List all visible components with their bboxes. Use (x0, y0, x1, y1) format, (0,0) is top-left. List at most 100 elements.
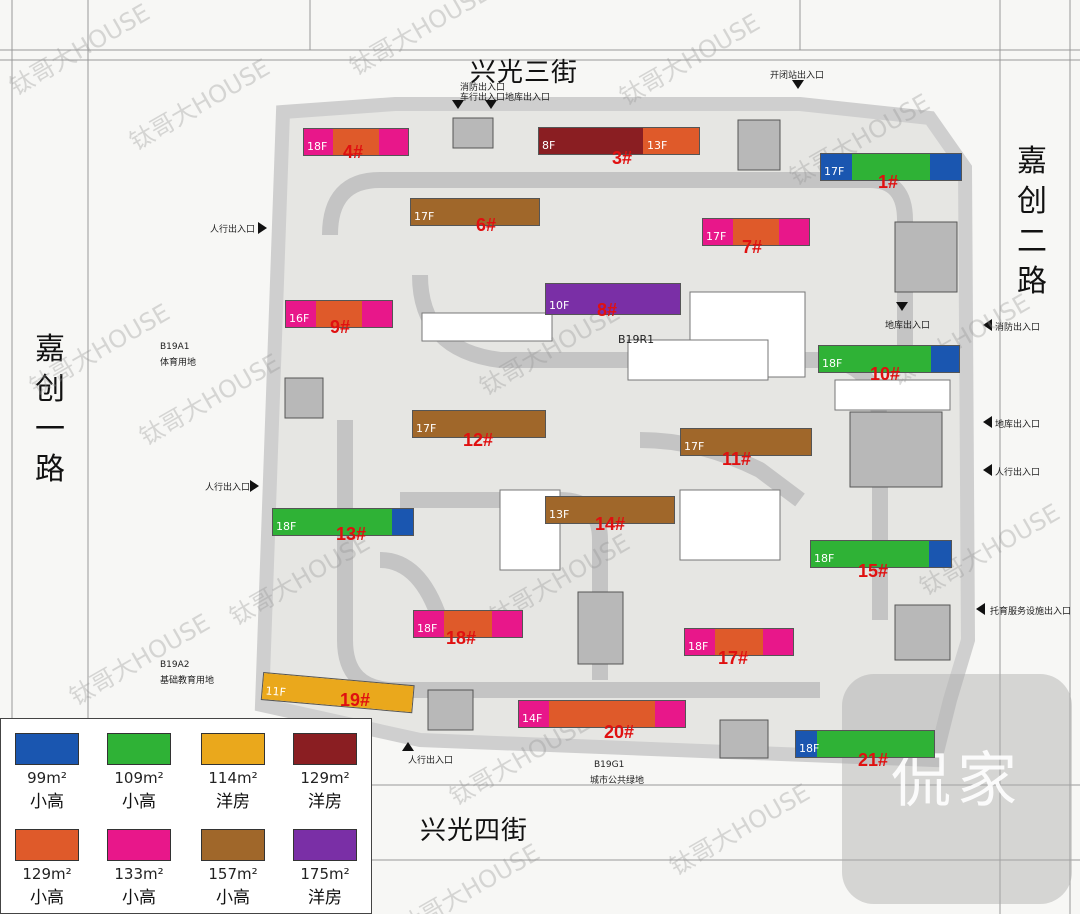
arrow-right-icon (258, 222, 267, 234)
legend-item: 109m² 小高 (99, 733, 179, 812)
building-number: 11# (722, 449, 752, 469)
building-12[interactable]: 17F (412, 410, 546, 438)
plot-west-bottom-name: 基础教育用地 (160, 676, 215, 686)
logo: 侃家 (842, 674, 1072, 904)
floor-label: 18F (822, 357, 843, 370)
legend-swatch (201, 733, 265, 765)
legend-type: 小高 (30, 792, 64, 812)
legend-type: 小高 (122, 792, 156, 812)
building-10[interactable]: 18F (818, 345, 960, 373)
entrance-label: 地库出入口 (505, 93, 551, 103)
building-8[interactable]: 10F (545, 283, 681, 315)
building-9[interactable]: 16F (285, 300, 393, 328)
plot-south-name: 城市公共绿地 (590, 776, 645, 786)
arrow-left-icon (983, 464, 992, 476)
arrow-down-icon (792, 80, 804, 89)
legend-type: 洋房 (308, 792, 342, 812)
floor-label: 17F (706, 230, 727, 243)
building-17[interactable]: 18F (684, 628, 794, 656)
building-number: 17# (718, 648, 749, 668)
building-number: 18# (446, 628, 477, 648)
floor-label: 18F (417, 622, 438, 635)
floor-label: 8F (542, 139, 556, 152)
arrow-down-icon (485, 100, 497, 109)
floor-label: 18F (688, 640, 709, 653)
street-south: 兴光四街 (420, 816, 529, 846)
legend-area: 109m² (114, 769, 164, 787)
building-number: 6# (476, 215, 497, 235)
legend-item: 157m² 小高 (193, 829, 273, 908)
floor-label: 13F (549, 508, 570, 521)
legend-type: 小高 (122, 888, 156, 908)
building-1[interactable]: 17F (820, 153, 962, 181)
floor-label: 16F (289, 312, 310, 325)
legend-type: 小高 (216, 888, 250, 908)
building-20[interactable]: 14F (518, 700, 686, 728)
legend-swatch (201, 829, 265, 861)
entrance-label: 地库出入口 (885, 321, 931, 331)
plot-west-top-name: 体育用地 (160, 358, 197, 368)
building-number: 13# (336, 524, 367, 544)
building-15[interactable]: 18F (810, 540, 952, 568)
building-13[interactable]: 18F (272, 508, 414, 536)
building-number: 20# (604, 722, 635, 742)
building-number: 15# (858, 561, 889, 581)
legend-type: 洋房 (308, 888, 342, 908)
floor-label: 17F (414, 210, 435, 223)
building-number: 21# (858, 750, 889, 770)
legend: 99m² 小高 109m² 小高 114m² 洋房 129m² 洋房 129m²… (0, 718, 372, 914)
entrance-label: 地库出入口 (995, 420, 1041, 430)
building-6[interactable]: 17F (410, 198, 540, 226)
building-number: 19# (340, 690, 371, 710)
plot-south-code: B19G1 (594, 760, 625, 770)
legend-swatch (15, 733, 79, 765)
floor-label: 14F (522, 712, 543, 725)
floor-label: 13F (647, 139, 668, 152)
legend-item: 133m² 小高 (99, 829, 179, 908)
building-number: 3# (612, 148, 633, 168)
floor-label: 11F (265, 684, 287, 700)
legend-swatch (293, 733, 357, 765)
legend-area: 129m² (300, 769, 350, 787)
building-number: 4# (343, 142, 364, 162)
floor-label: 17F (684, 440, 705, 453)
arrow-down-icon (452, 100, 464, 109)
floor-label: 17F (824, 165, 845, 178)
building-18[interactable]: 18F (413, 610, 523, 638)
arrow-left-icon (983, 416, 992, 428)
building-number: 8# (597, 300, 618, 320)
building-7[interactable]: 17F (702, 218, 810, 246)
building-21[interactable]: 18F (795, 730, 935, 758)
legend-area: 175m² (300, 865, 350, 883)
entrance-label: 车行出入口 (460, 93, 506, 103)
floor-label: 17F (416, 422, 437, 435)
building-number: 14# (595, 514, 626, 534)
arrow-down-icon (896, 302, 908, 311)
plot-center-code: B19R1 (618, 333, 655, 346)
street-west-text: 嘉创一路 (35, 332, 65, 487)
entrance-label: 人行出入口 (205, 483, 251, 493)
building-11[interactable]: 17F (680, 428, 812, 456)
legend-item: 129m² 洋房 (285, 733, 365, 812)
floor-label: 10F (549, 299, 570, 312)
legend-type: 小高 (30, 888, 64, 908)
plot-west-bottom-code: B19A2 (160, 660, 190, 670)
street-north: 兴光三街 (470, 58, 579, 88)
street-east-text: 嘉创二路 (1017, 144, 1047, 299)
entrance-label: 托育服务设施出入口 (990, 607, 1072, 617)
legend-area: 99m² (27, 769, 67, 787)
legend-area: 133m² (114, 865, 164, 883)
building-4[interactable]: 18F (303, 128, 409, 156)
entrance-label: 人行出入口 (210, 225, 256, 235)
building-number: 7# (742, 237, 763, 257)
arrow-right-icon (250, 480, 259, 492)
street-east: 嘉创二路 (1014, 142, 1050, 312)
building-14[interactable]: 13F (545, 496, 675, 524)
building-3[interactable]: 8F 13F (538, 127, 700, 155)
building-number: 10# (870, 364, 901, 384)
plot-west-top-code: B19A1 (160, 342, 190, 352)
floor-label: 18F (307, 140, 328, 153)
legend-item: 175m² 洋房 (285, 829, 365, 908)
entrance-label: 消防出入口 (460, 83, 506, 93)
